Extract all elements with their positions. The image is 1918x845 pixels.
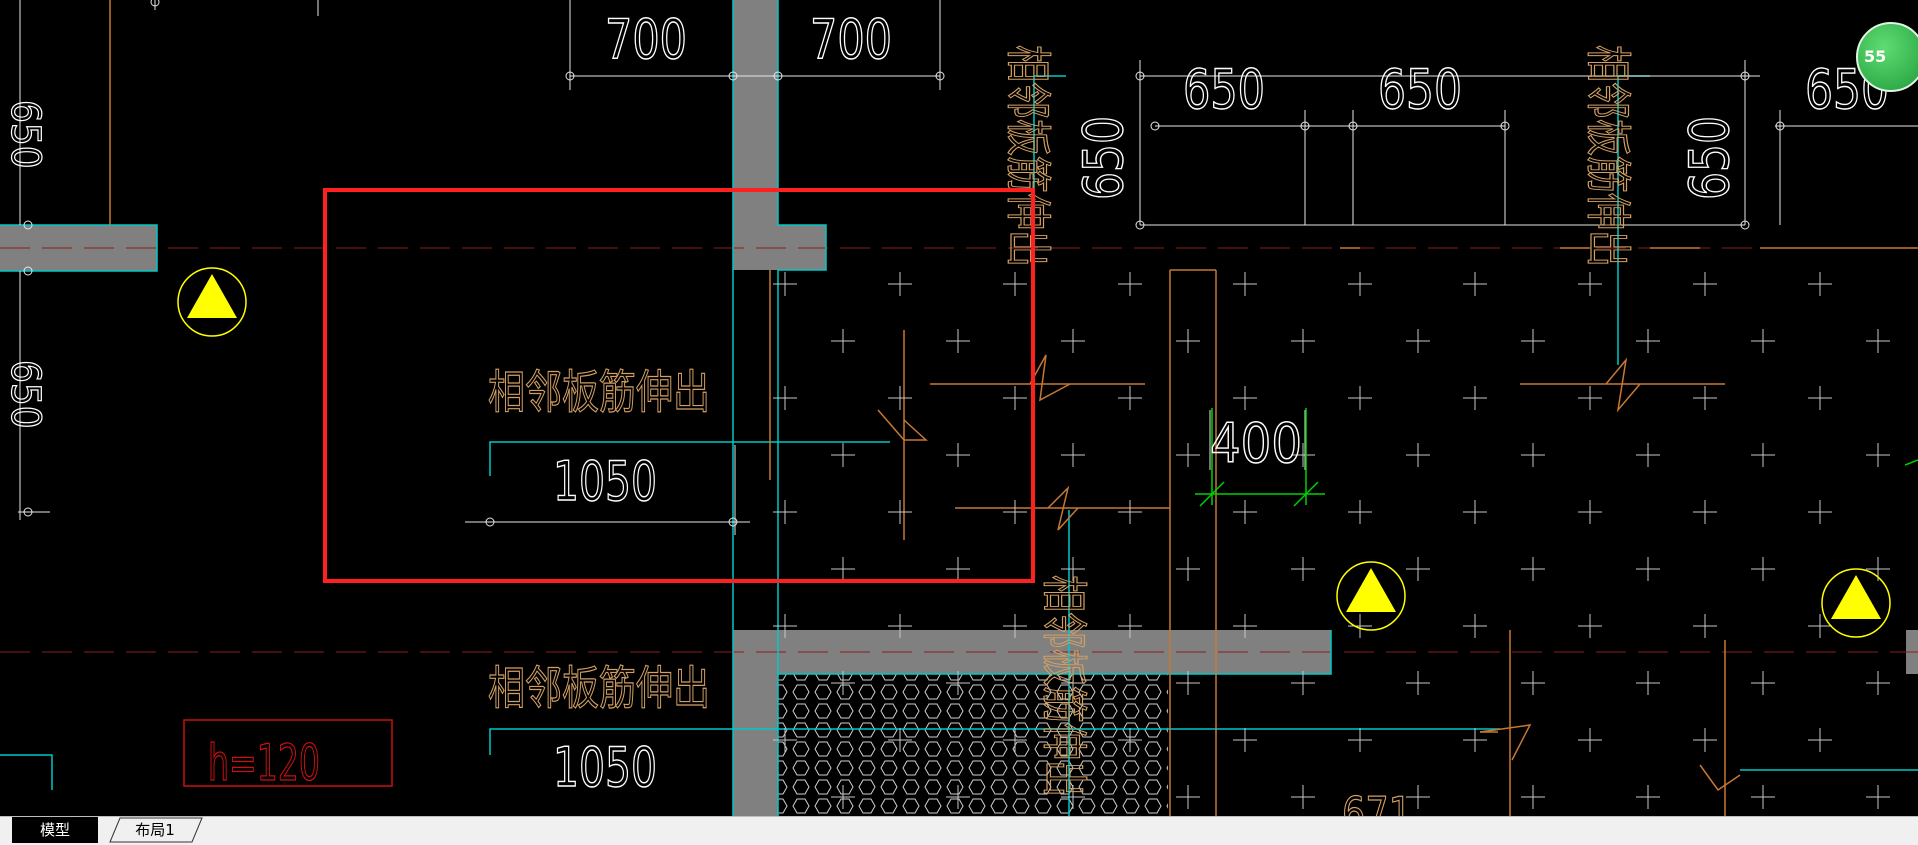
dim-700-right: 700 [810, 8, 892, 71]
dim-400-lines [1195, 408, 1918, 507]
slab-thickness-box [183, 719, 393, 787]
rebar-lines [109, 0, 1918, 816]
edge-dim-fragment-2: 650 [2, 360, 48, 429]
dim-650-vertical-1: 650 [1072, 116, 1135, 200]
cad-drawing-canvas[interactable]: 700 700 650 650 650 1050 1050 650 650 40… [0, 0, 1918, 816]
slab-thickness-label: h=120 [208, 734, 320, 792]
label-adjacent-rebar-2: 相邻板筋伸出 [488, 661, 710, 715]
status-badge[interactable]: 55 [1856, 22, 1918, 92]
tab-outline [109, 817, 203, 843]
label-adjacent-rebar-1: 相邻板筋伸出 [488, 365, 710, 419]
dimension-points [23, 0, 1785, 527]
dim-400: 400 [1210, 412, 1302, 475]
dim-650-vertical-2: 650 [1678, 116, 1741, 200]
edge-dim-fragment-1: 650 [2, 100, 48, 169]
dim-700-left: 700 [605, 8, 687, 71]
tab-model[interactable]: 模型 [12, 817, 98, 843]
triangle-marker [1821, 568, 1891, 638]
triangle-marker [1336, 561, 1406, 631]
dim-650-a: 650 [1183, 58, 1265, 121]
walls [0, 0, 1918, 816]
dim-650-b: 650 [1378, 58, 1462, 121]
label-adjacent-rebar-vertical-1: 相邻板筋伸出 [1001, 45, 1055, 267]
tab-layout1[interactable]: 布局1 [106, 817, 204, 843]
label-partial-bottom: 671 [1342, 787, 1412, 816]
dim-1050-top: 1050 [553, 450, 657, 513]
triangle-marker [177, 267, 247, 337]
label-adjacent-rebar-vertical-2: 相邻板筋伸出 [1581, 45, 1635, 267]
highlight-rectangle [323, 188, 1035, 583]
label-adjacent-rebar-vertical-3: 相邻板筋伸出 [1037, 575, 1091, 797]
layout-tab-bar: 模型 布局1 [0, 816, 1918, 845]
dimension-lines [18, 0, 1918, 535]
dim-1050-bottom: 1050 [553, 736, 657, 799]
tab-model-label: 模型 [39, 821, 70, 839]
grid-crosses [773, 272, 1890, 809]
tab-layout1-label: 布局1 [135, 821, 175, 839]
hatch-area [778, 674, 1168, 816]
axis-lines [0, 247, 1918, 653]
